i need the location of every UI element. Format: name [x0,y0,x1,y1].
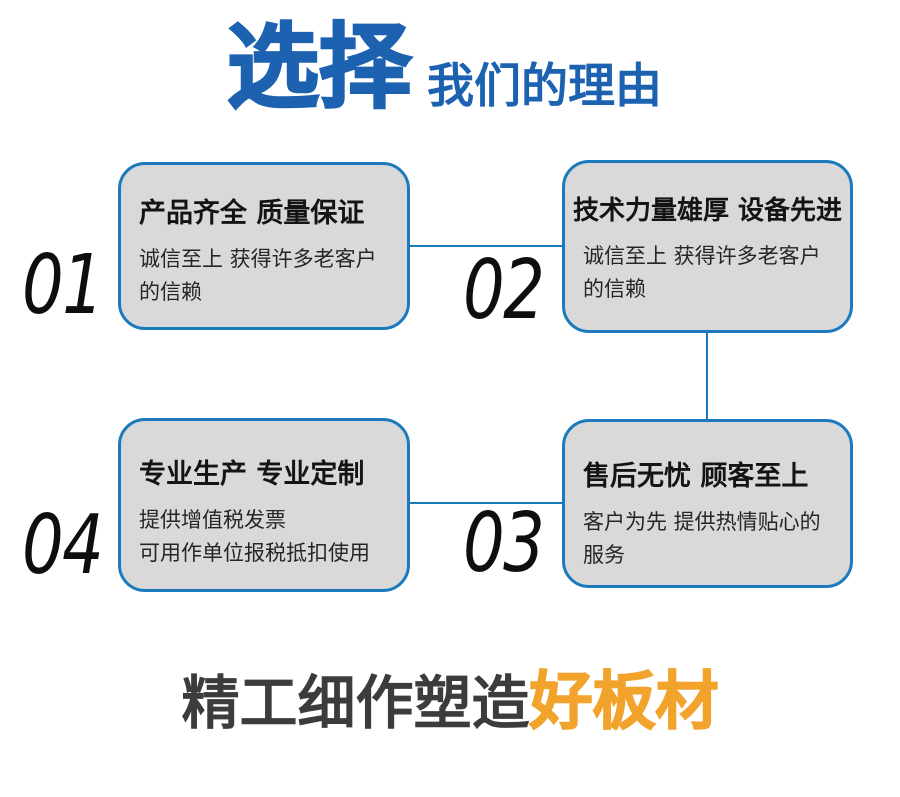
reason-card-2-title: 技术力量雄厚 设备先进 [573,196,843,226]
reason-card-3-title: 售后无忧 顾客至上 [583,461,809,492]
reason-card-3-desc: 客户为先 提供热情贴心的 服务 [583,510,821,567]
title-main: 选择 [226,14,413,121]
tagline-prefix: 精工细作塑造 [181,669,530,737]
reason-card-4-desc: 提供增值税发票 可用作单位报税抵扣使用 [139,508,370,565]
reason-card-2-desc: 诚信至上 获得许多老客户 的信赖 [583,244,821,301]
connector-card4-card3 [408,502,564,504]
title-subtitle: 我们的理由 [427,59,663,114]
page-title: 选择 我们的理由 [226,14,663,121]
reason-card-4-title: 专业生产 专业定制 [139,459,365,490]
reason-card-4: 专业生产 专业定制 提供增值税发票 可用作单位报税抵扣使用 [118,418,410,592]
step-number-01: 01 [22,238,104,333]
step-number-03: 03 [463,496,545,591]
connector-card1-card2 [408,245,564,247]
reason-card-1-desc: 诚信至上 获得许多老客户 的信赖 [139,247,377,304]
reason-card-1-title: 产品齐全 质量保证 [139,198,365,229]
reason-card-2: 技术力量雄厚 设备先进 诚信至上 获得许多老客户 的信赖 [562,160,853,333]
reason-card-3: 售后无忧 顾客至上 客户为先 提供热情贴心的 服务 [562,419,853,588]
connector-card2-card3 [706,331,708,421]
reason-card-1: 产品齐全 质量保证 诚信至上 获得许多老客户 的信赖 [118,162,410,330]
tagline-highlight: 好板材 [529,665,720,739]
tagline: 精工细作塑造好板材 [0,665,900,739]
step-number-04: 04 [22,498,104,593]
step-number-02: 02 [463,243,545,338]
